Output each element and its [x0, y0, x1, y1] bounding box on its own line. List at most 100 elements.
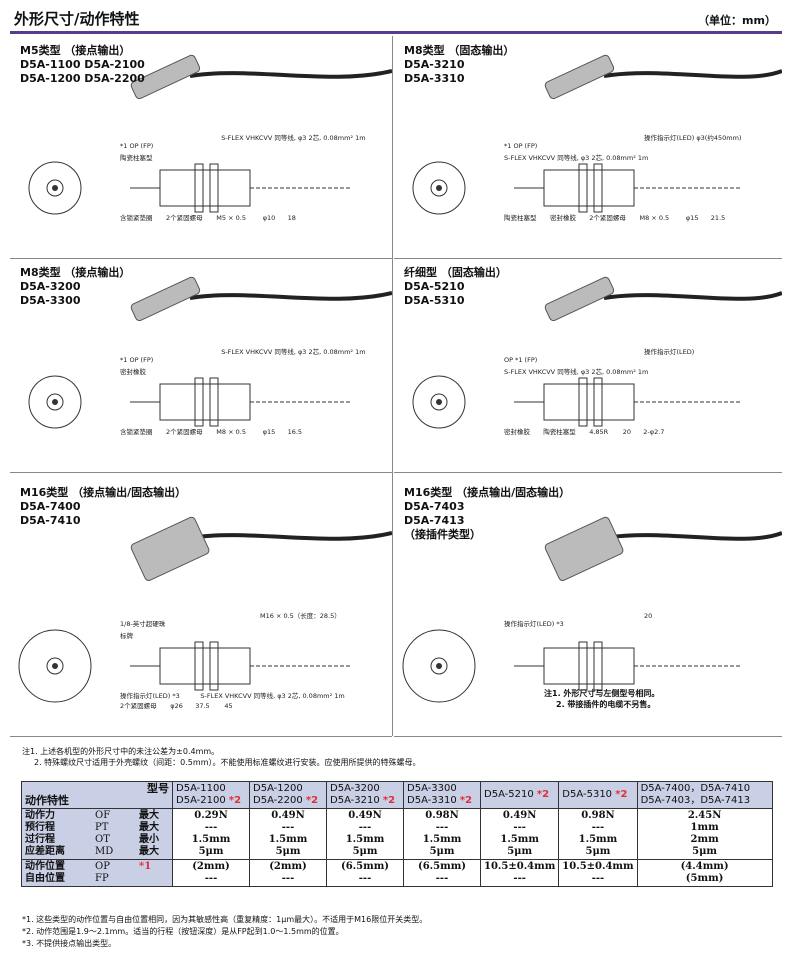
panel-models: D5A-5210 [404, 280, 465, 293]
dimension-annotation: 18 [288, 214, 296, 222]
side-view-body [543, 647, 635, 685]
footnote-1: *1. 这些类型的动作位置与自由位置相同，因为其敏感性高（重复精度：1μm最大）… [22, 915, 428, 924]
model-column-header: D5A-5310 *2 [558, 781, 638, 809]
dimension-annotation: OP *1 (FP) [504, 356, 537, 364]
dimension-annotation: 2个紧固螺母 [166, 427, 203, 436]
characteristic-value: (2mm)--- [249, 859, 327, 887]
side-view-body [543, 383, 635, 421]
dimension-annotation: *1 OP (FP) [120, 356, 153, 364]
characteristic-value: 10.5±0.4mm--- [479, 859, 560, 887]
dimension-annotation: φ26 [170, 702, 183, 710]
dimension-annotation: 陶瓷柱塞型 [504, 213, 537, 222]
dimension-annotation: S-FLEX VHKCVV 同等线, φ3 2芯, 0.08mm² 1m [221, 347, 365, 356]
column-divider [392, 36, 393, 736]
dimension-annotation: 1/8-英寸超硬珠 [120, 619, 166, 628]
dimension-annotation: 含锁紧垫圈 [120, 427, 153, 436]
front-view-outline [28, 161, 82, 215]
dimension-annotation: 4.85R [589, 428, 608, 436]
note-2: 2. 特殊螺纹尺寸适用于外壳螺纹（间距：0.5mm）。不能使用标准螺纹进行安装。… [34, 758, 421, 767]
dimension-panel: *1 OP (FP) S-FLEX VHKCVV 同等线, φ3 2芯, 0.08… [10, 36, 392, 259]
characteristic-value: (2mm)--- [172, 859, 250, 887]
dimension-annotation: 陶瓷柱塞型 [543, 427, 576, 436]
dimension-annotation: 密封橡胶 [120, 367, 147, 376]
dimension-annotation: M16 × 0.5（长度：28.5） [260, 611, 341, 620]
dimension-annotation: 密封橡胶 [550, 213, 577, 222]
note-1: 注1. 上述各机型的外形尺寸中的未注公差为±0.4mm。 [22, 747, 220, 756]
front-view-outline [412, 375, 466, 429]
dimension-panel: *1 OP (FP)操作指示灯(LED) φ3(约450mm)S-FLEX VH… [394, 36, 782, 259]
panel-type: M16类型 （接点输出/固态输出） [20, 486, 187, 499]
front-view-outline [402, 629, 476, 703]
dimension-annotation: φ15 [263, 428, 276, 436]
table-corner-header: 型号动作特性 [21, 781, 173, 809]
dimension-annotation: φ10 [263, 214, 276, 222]
panel-type: M16类型 （接点输出/固态输出） [404, 486, 571, 499]
dimension-annotation: S-FLEX VHKCVV 同等线, φ3 2芯, 0.08mm² 1m [221, 133, 365, 142]
cable [603, 531, 782, 541]
panel-models: （接插件类型） [404, 528, 481, 541]
dimension-annotation: 16.5 [288, 428, 302, 436]
dimension-annotation: 含锁紧垫圈 [120, 213, 153, 222]
cable [189, 531, 392, 541]
sensor-photo [544, 276, 615, 322]
characteristic-value: 10.5±0.4mm--- [558, 859, 638, 887]
dimension-annotation: 2个紧固螺母 [166, 213, 203, 222]
footnotes: *1. 这些类型的动作位置与自由位置相同，因为其敏感性高（重复精度：1μm最大）… [22, 914, 427, 950]
dimension-annotation: *1 OP (FP) [120, 142, 153, 150]
dimension-annotation: 20 [623, 428, 631, 436]
cable [603, 69, 782, 79]
side-view-body [159, 647, 251, 685]
dimension-annotation: 21.5 [711, 214, 725, 222]
dimension-annotation: φ15 [686, 214, 699, 222]
sensor-photo [544, 516, 624, 581]
panel-models: D5A-3200 [20, 280, 81, 293]
dimension-drawing: *1 OP (FP)操作指示灯(LED) φ3(约450mm)S-FLEX VH… [412, 54, 782, 222]
dimension-annotation: M8 × 0.5 [640, 214, 670, 222]
cable [603, 291, 782, 301]
panel-note: 注1. 外形尺寸与左侧型号相同。2. 带接插件的电缆不另售。 [544, 689, 660, 709]
panel-models: D5A-5310 [404, 294, 465, 307]
sensor-photo [544, 54, 615, 100]
front-view-outline [412, 161, 466, 215]
model-column-header: D5A-5210 *2 [479, 781, 560, 809]
dimension-annotation: S-FLEX VHKCVV 同等线, φ3 2芯, 0.08mm² 1m [504, 367, 648, 376]
dimension-annotation: 标牌 [120, 631, 134, 640]
footnote-3: *3. 不提供接点输出类型。 [22, 939, 117, 948]
page-title: 外形尺寸/动作特性 [14, 10, 140, 28]
dimension-annotation: 操作指示灯(LED) *3 [120, 691, 180, 700]
dimension-drawing: *1 OP (FP) S-FLEX VHKCVV 同等线, φ3 2芯, 0.08… [28, 276, 392, 436]
unit-label: （单位：mm） [698, 14, 776, 27]
dimension-annotation: 20 [644, 612, 652, 620]
title-rule [10, 31, 782, 34]
dimension-annotation: 陶瓷柱塞型 [120, 153, 153, 162]
dimension-annotation: M8 × 0.5 [216, 428, 246, 436]
dimension-drawing: 操作指示灯(LED) *320 [402, 516, 782, 703]
panel-models: D5A-1200 D5A-2200 [20, 72, 145, 85]
panel-type: M8类型 （接点输出） [20, 266, 131, 279]
side-view-body [543, 169, 635, 207]
dimension-annotation: 45 [224, 702, 232, 710]
side-view-body [159, 169, 251, 207]
characteristic-value: (6.5mm)--- [403, 859, 481, 887]
panel-type: M8类型 （固态输出） [404, 44, 515, 57]
sensor-photo [130, 54, 201, 100]
panel-models: D5A-3210 [404, 58, 465, 71]
characteristic-value: (6.5mm)--- [326, 859, 404, 887]
panel-models: D5A-7400 [20, 500, 81, 513]
characteristic-value: (4.4mm)(5mm) [636, 859, 773, 887]
dimension-drawing: OP *1 (FP)操作指示灯(LED)S-FLEX VHKCVV 同等线, φ… [412, 276, 782, 436]
dimension-annotation: S-FLEX VHKCVV 同等线, φ3 2芯, 0.08mm² 1m [200, 691, 344, 700]
